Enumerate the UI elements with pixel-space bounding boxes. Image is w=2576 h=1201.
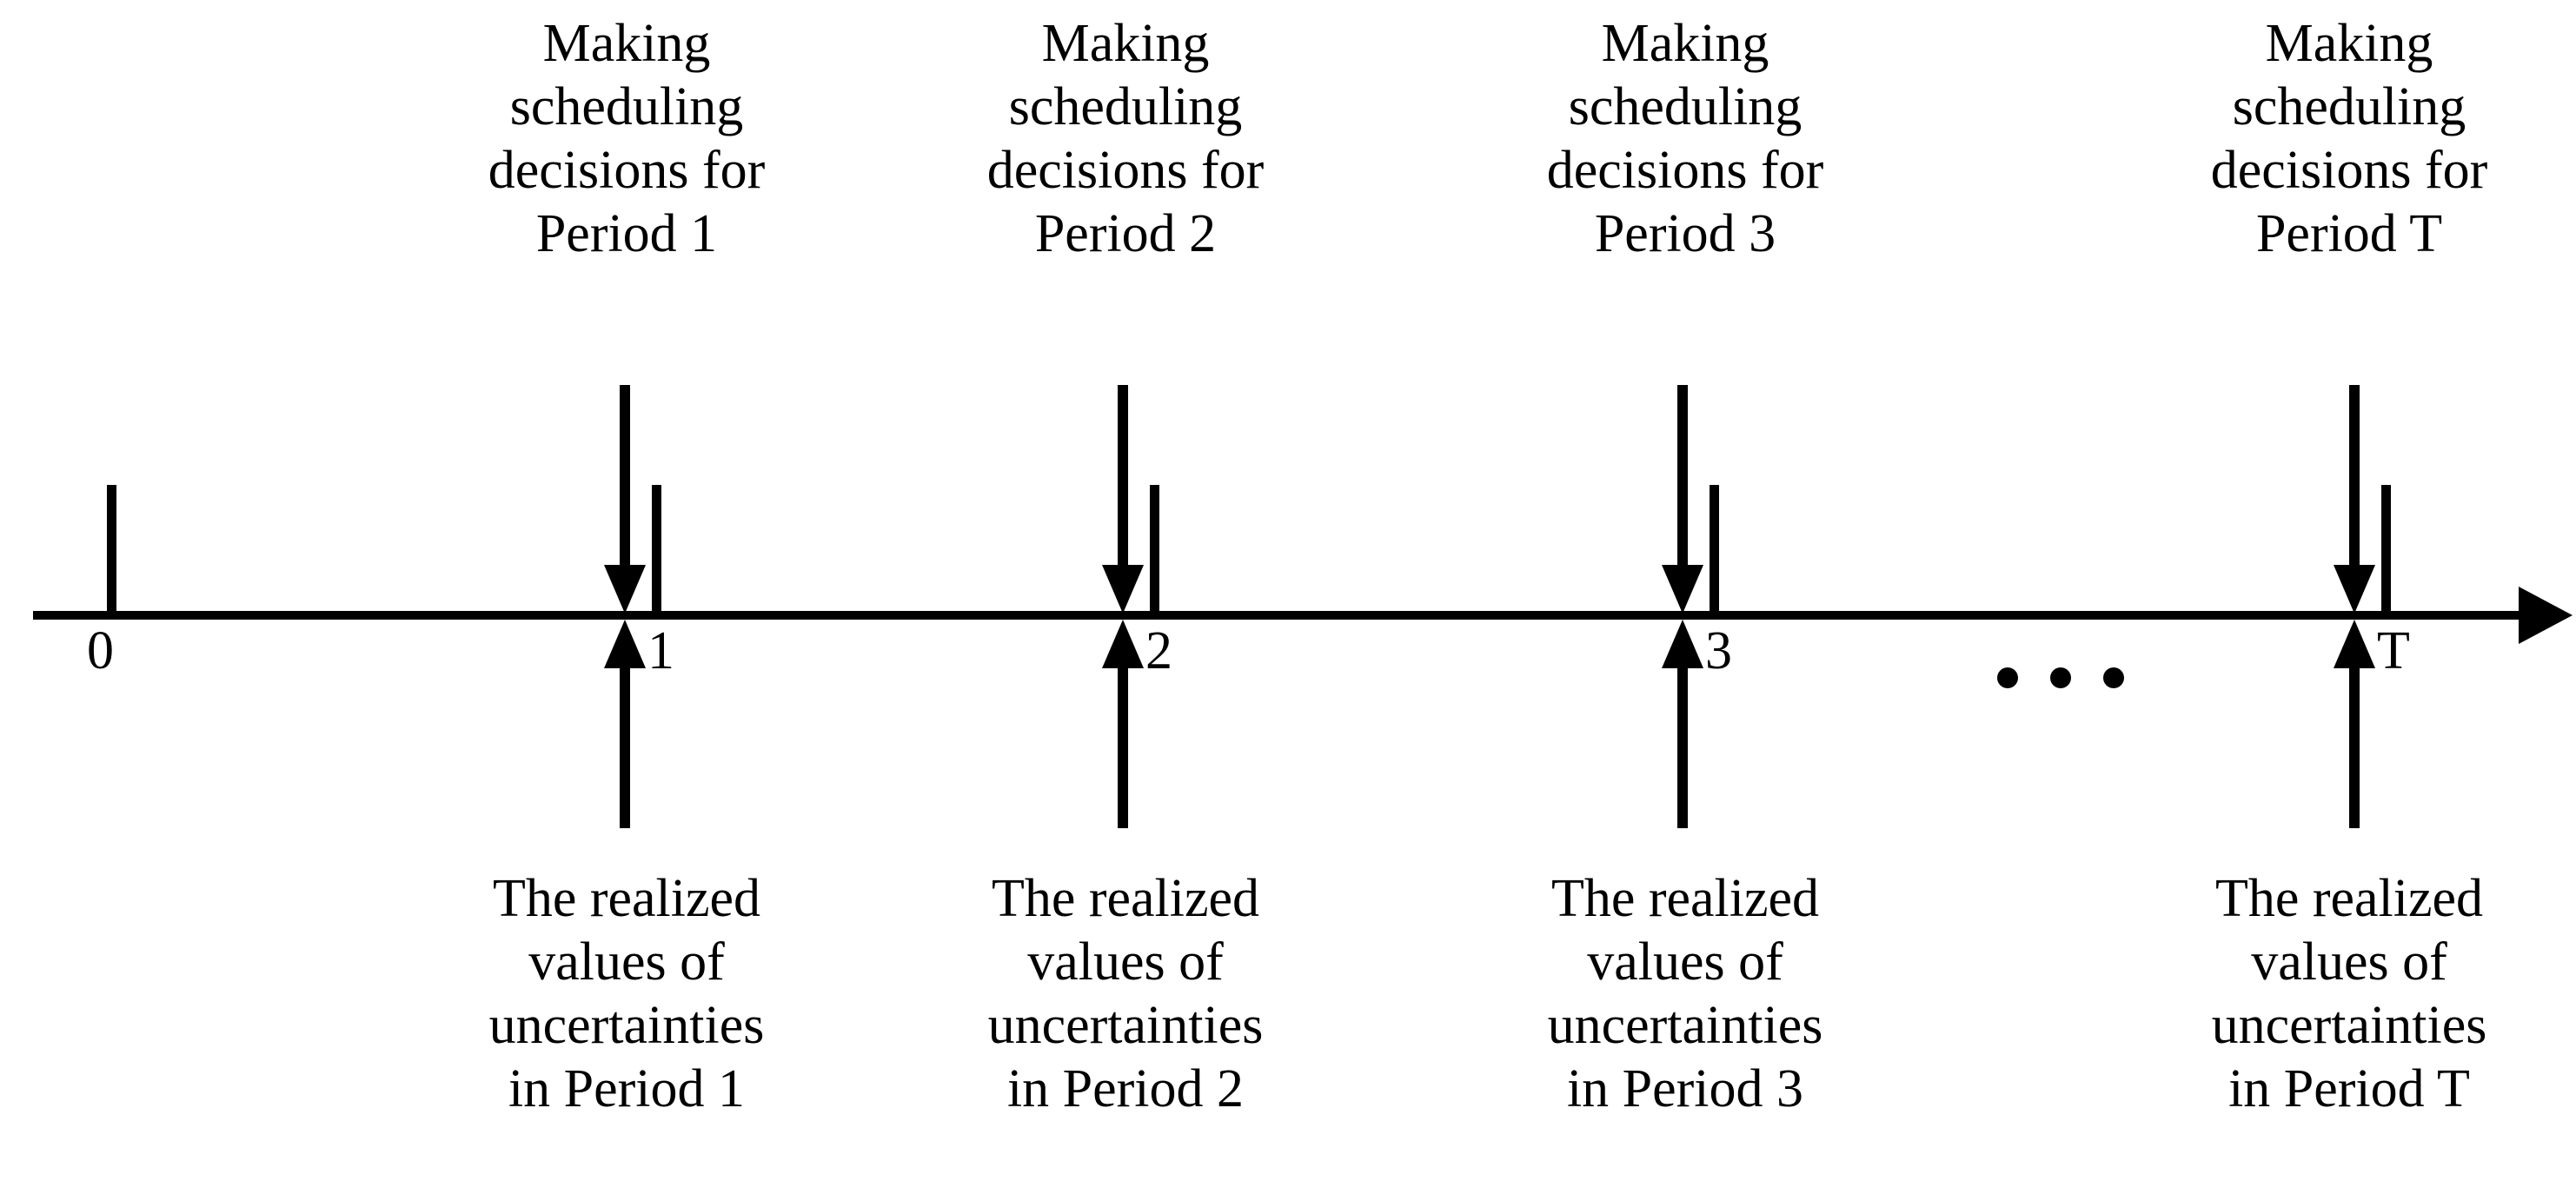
arrow-head-down-icon	[2334, 565, 2375, 614]
caption-line: decisions for	[488, 141, 766, 201]
arrow-head-down-icon	[1662, 565, 1703, 614]
axis-label-2: 2	[1145, 621, 1172, 680]
realization-caption-period-1: The realized values of uncertainties in …	[405, 867, 848, 1122]
caption-line: scheduling	[1568, 77, 1803, 137]
ellipsis-dot	[2103, 667, 2124, 688]
caption-line: decisions for	[1546, 141, 1824, 201]
decision-caption-period-2: Making scheduling decisions for Period 2	[904, 12, 1347, 267]
axis-label-3: 3	[1705, 621, 1732, 680]
caption-line: Making	[2265, 14, 2433, 73]
axis-tick-0	[107, 485, 116, 614]
axis-arrow-right-icon	[2519, 587, 2573, 644]
caption-line: in Period 3	[1566, 1059, 1804, 1119]
arrow-shaft	[1677, 385, 1688, 581]
arrow-head-down-icon	[1102, 565, 1144, 614]
decision-caption-period-3: Making scheduling decisions for Period 3	[1464, 12, 1907, 267]
caption-line: scheduling	[2232, 77, 2466, 137]
caption-line: values of	[528, 932, 725, 992]
caption-line: uncertainties	[1547, 996, 1823, 1056]
caption-line: The realized	[1550, 869, 1820, 928]
timeline-axis	[33, 611, 2536, 620]
caption-line: The realized	[492, 869, 761, 928]
caption-line: Period T	[2255, 204, 2443, 264]
caption-line: decisions for	[986, 141, 1265, 201]
caption-line: Period 3	[1594, 204, 1776, 264]
ellipsis-dot	[2050, 667, 2071, 688]
caption-line: uncertainties	[2211, 996, 2487, 1056]
decision-caption-period-t: Making scheduling decisions for Period T	[2128, 12, 2571, 267]
axis-label-t: T	[2377, 621, 2410, 680]
caption-line: Making	[1601, 14, 1769, 73]
axis-ellipsis	[1997, 667, 2124, 688]
caption-line: scheduling	[1008, 77, 1243, 137]
arrow-shaft	[2349, 385, 2360, 581]
caption-line: in Period T	[2228, 1059, 2470, 1119]
ellipsis-dot	[1997, 667, 2018, 688]
caption-line: Period 2	[1034, 204, 1217, 264]
arrow-shaft	[2349, 654, 2360, 828]
axis-label-0: 0	[87, 621, 114, 680]
caption-line: in Period 1	[508, 1059, 746, 1119]
caption-line: The realized	[991, 869, 1260, 928]
axis-tick-3	[1710, 485, 1719, 614]
caption-line: The realized	[2214, 869, 2484, 928]
caption-line: uncertainties	[488, 996, 765, 1056]
arrow-shaft	[1118, 385, 1128, 581]
decision-caption-period-1: Making scheduling decisions for Period 1	[405, 12, 848, 267]
caption-line: in Period 2	[1006, 1059, 1245, 1119]
caption-line: uncertainties	[987, 996, 1264, 1056]
axis-tick-t	[2381, 485, 2391, 614]
realization-caption-period-2: The realized values of uncertainties in …	[904, 867, 1347, 1122]
axis-tick-2	[1150, 485, 1159, 614]
caption-line: decisions for	[2210, 141, 2488, 201]
caption-line: Making	[542, 14, 711, 73]
arrow-shaft	[620, 385, 630, 581]
caption-line: values of	[1587, 932, 1783, 992]
caption-line: Making	[1041, 14, 1210, 73]
caption-line: scheduling	[509, 77, 744, 137]
arrow-shaft	[1677, 654, 1688, 828]
realization-caption-period-3: The realized values of uncertainties in …	[1464, 867, 1907, 1122]
axis-tick-1	[652, 485, 661, 614]
caption-line: Period 1	[535, 204, 718, 264]
caption-line: values of	[2251, 932, 2447, 992]
caption-line: values of	[1027, 932, 1224, 992]
arrow-shaft	[620, 654, 630, 828]
realization-caption-period-t: The realized values of uncertainties in …	[2128, 867, 2571, 1122]
axis-label-1: 1	[647, 621, 674, 680]
arrow-shaft	[1118, 654, 1128, 828]
arrow-head-down-icon	[604, 565, 646, 614]
